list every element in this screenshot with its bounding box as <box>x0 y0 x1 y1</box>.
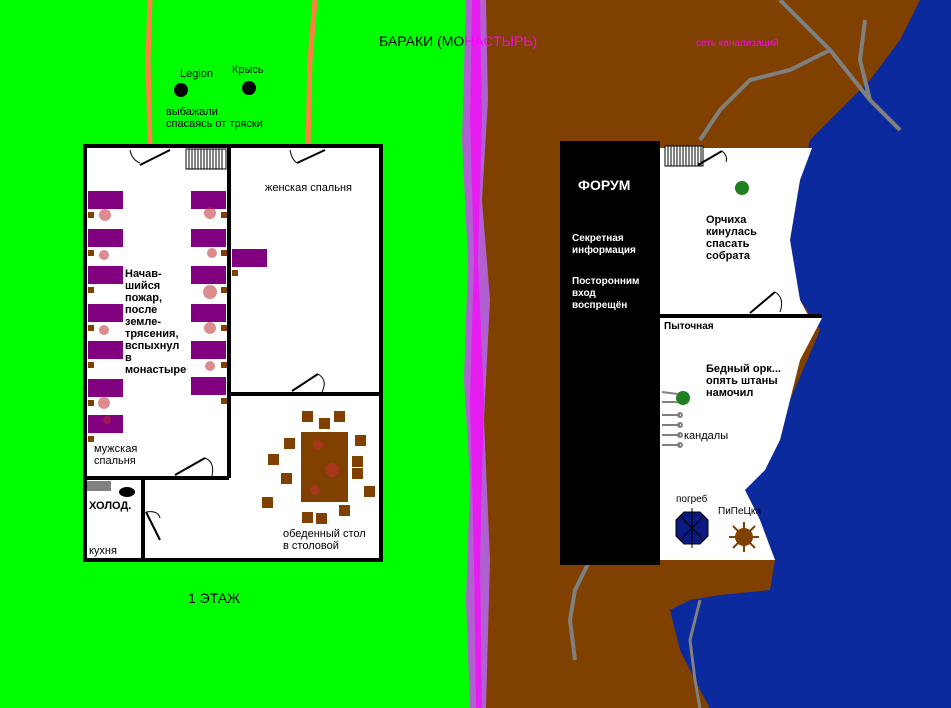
cellar-hatch-icon <box>675 508 709 548</box>
legion-marker <box>174 83 188 97</box>
cellar-label: погреб <box>676 494 708 505</box>
nightstands-left <box>88 212 94 442</box>
male-bedroom-label: мужская спальня <box>94 443 138 467</box>
dining-table <box>301 432 348 502</box>
fled-note: выбажали спасаясь от тряски <box>166 106 263 130</box>
fridge <box>87 481 111 491</box>
dining-table-label: обеденный стол в столовой <box>283 528 366 552</box>
door-icon <box>129 149 171 166</box>
torture-room-label: Пыточная <box>664 321 714 332</box>
sea <box>670 0 951 708</box>
krys-marker <box>242 81 256 95</box>
stove-top <box>119 487 135 497</box>
map-title: БАРАКИ (МОНАСТЫРЬ) <box>379 33 537 49</box>
forum-black-wall <box>560 141 660 565</box>
sewer-road <box>567 559 592 661</box>
orc-girl-marker <box>735 181 749 195</box>
map-title-part2: НАСТЫРЬ) <box>464 33 538 49</box>
forum-title: ФОРУМ <box>578 177 631 193</box>
nightstands-right <box>221 212 238 404</box>
poor-orc-note: Бедный орк... опять штаны намочил <box>706 363 781 399</box>
fire-note: Начав- шийся пожар, после земле- трясени… <box>125 268 187 376</box>
sewer-road <box>857 19 872 101</box>
magenta-border-inner <box>470 0 484 708</box>
door-icon <box>697 150 727 166</box>
shackles-label: кандалы <box>684 430 729 442</box>
torture-room <box>660 318 822 560</box>
chairs <box>262 411 375 524</box>
rope-left <box>145 0 153 146</box>
stairs-icon <box>185 148 227 170</box>
stove-icon <box>729 522 759 552</box>
beds-right <box>191 191 267 395</box>
krys-label: Крысь <box>232 64 264 76</box>
forum-no-entry: Посторонним вход воспрещён <box>572 276 640 311</box>
forum-interior <box>660 148 812 315</box>
poor-orc-marker <box>676 391 690 405</box>
fridge-label: ХОЛОД. <box>89 500 132 512</box>
floor-label: 1 ЭТАЖ <box>188 590 241 606</box>
dining-table-stains <box>310 440 339 495</box>
female-bedroom-label: женская спальня <box>265 182 352 194</box>
map-title-part1: БАРАКИ (МО <box>379 33 465 49</box>
door-icon <box>291 373 325 393</box>
forum-secret: Секретная информация <box>572 233 636 256</box>
door-icon <box>289 149 326 164</box>
door-icon <box>174 457 214 477</box>
stairs-icon <box>664 145 704 167</box>
rope-right <box>305 0 318 146</box>
shackles-icon <box>661 391 683 448</box>
orc-girl-note: Орчиха кинулась спасать собрата <box>706 214 757 262</box>
sewer-road <box>688 599 702 708</box>
sewer-road <box>698 48 831 142</box>
beds-left <box>88 191 123 433</box>
door-icon <box>749 291 783 314</box>
sewer-label: сеть канализаций <box>696 38 779 49</box>
legion-label: Legion <box>180 68 214 80</box>
stove-label: ПиПеЦка <box>718 506 762 517</box>
kitchen-label: кухня <box>89 545 117 557</box>
door-icon <box>145 511 161 541</box>
fire-speckles <box>98 207 217 424</box>
sewer-road <box>778 0 902 132</box>
